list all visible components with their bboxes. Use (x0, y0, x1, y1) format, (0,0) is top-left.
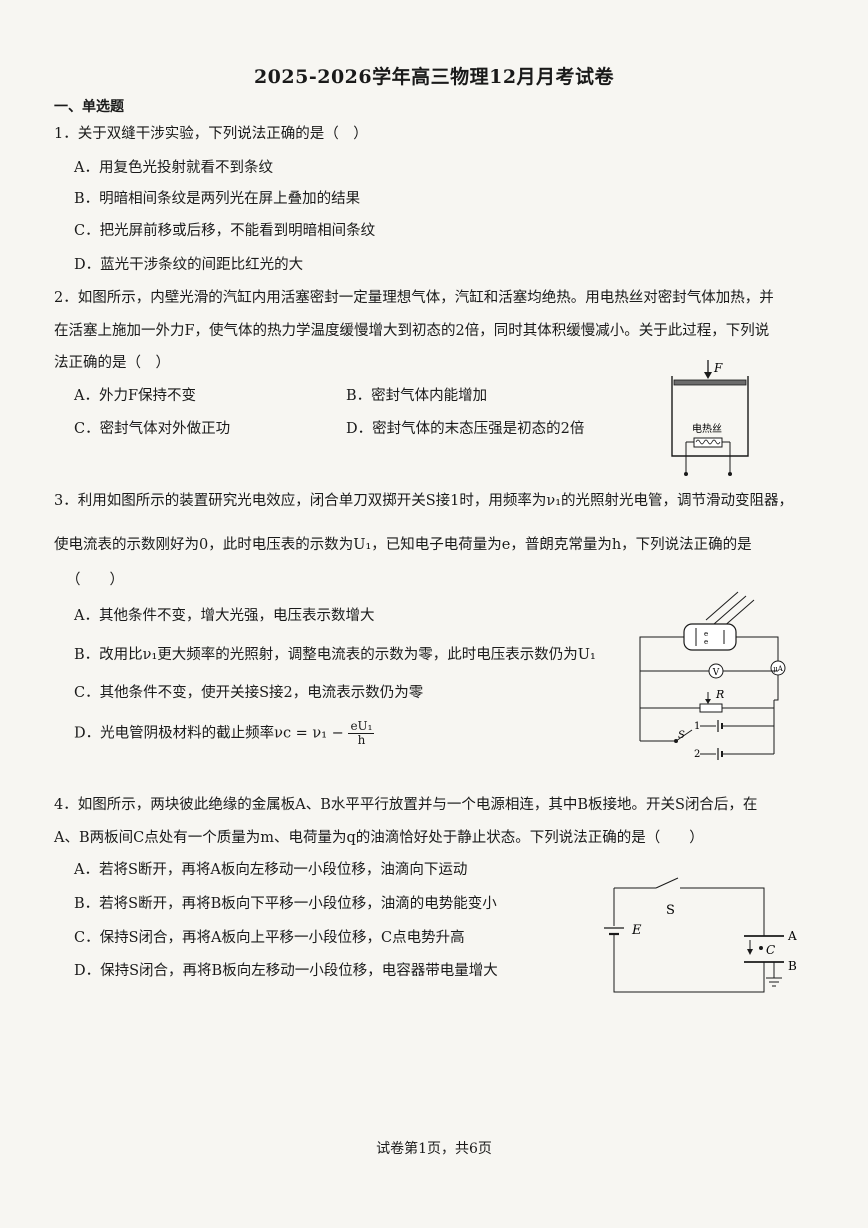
bottom-wire (613, 934, 765, 993)
q4-option-c: C．保持S闭合，再将A板向上平移一小段位移，C点电势升高 (74, 930, 465, 946)
question-3-stem-line3: （ ） (66, 572, 124, 588)
cylinder-wall (671, 376, 749, 457)
heater-label: 电热丝 (692, 422, 722, 435)
top-wire-right (680, 887, 765, 936)
oil-drop-point (759, 946, 763, 950)
voltmeter-label: V (712, 668, 720, 678)
q3-option-d: D．光电管阴极材料的截止频率νc = ν₁ − eU₁ h (74, 719, 375, 747)
q2-option-a: A．外力F保持不变 (74, 388, 197, 404)
cylinder-heater-figure: F 电热丝 (671, 360, 749, 476)
q1-option-c: C．把光屏前移或后移，不能看到明暗相间条纹 (74, 223, 376, 239)
q1-option-a: A．用复色光投射就看不到条纹 (74, 160, 273, 176)
microammeter-label: μA (773, 665, 784, 673)
wire-left (639, 636, 684, 741)
terminal-dot-right (728, 472, 732, 476)
question-4-stem-line1: 4．如图所示，两块彼此绝缘的金属板A、B水平平行放置并与一个电源相连，其中B板接… (54, 797, 758, 813)
fraction-numerator: eU₁ (348, 719, 375, 734)
section-heading: 一、单选题 (54, 99, 124, 115)
piston (673, 379, 747, 386)
q3-option-a: A．其他条件不变，增大光强，电压表示数增大 (74, 608, 375, 624)
switch-blade (675, 729, 693, 742)
question-1-stem: 1．关于双缝干涉实验，下列说法正确的是（ ） (54, 126, 368, 142)
plate-b-label: B (788, 959, 797, 973)
force-label: F (713, 361, 723, 375)
light-ray-1 (705, 591, 739, 621)
capacitor-circuit-figure: S E A B C (604, 877, 797, 993)
switch-label: S (666, 903, 675, 918)
field-arrowhead (747, 949, 753, 955)
q1-option-d: D．蓝光干涉条纹的间距比红光的大 (74, 257, 304, 273)
switch-blade (655, 877, 679, 889)
q2-option-b: B．密封气体内能增加 (346, 388, 488, 404)
light-ray-3 (721, 599, 755, 629)
switch-pos-2-label: 2 (694, 749, 700, 760)
question-2-stem-line2: 在活塞上施加一外力F，使气体的热力学温度缓慢增大到初态的2倍，同时其体积缓慢减小… (54, 323, 770, 339)
wire-right-top (736, 636, 779, 661)
q4-option-d: D．保持S闭合，再将B板向左移动一小段位移，电容器带电量增大 (74, 963, 498, 979)
force-arrowhead (704, 372, 712, 379)
switch-label: S (678, 730, 685, 741)
phototube (683, 623, 737, 651)
source-label: E (631, 923, 642, 938)
rheostat-label: R (715, 688, 724, 701)
q3-option-b: B．改用比ν₁更大频率的光照射，调整电流表的示数为零，此时电压表示数仍为U₁ (74, 647, 596, 663)
plate-a-label: A (787, 929, 797, 943)
switch-pos-1-label: 1 (694, 721, 700, 732)
q3-option-c: C．其他条件不变，使开关接S接2，电流表示数仍为零 (74, 685, 424, 701)
wire-right-mid (774, 675, 779, 701)
heater-wire (695, 439, 721, 445)
electron-marker-1: e (704, 630, 708, 638)
question-3-stem-line2: 使电流表的示数刚好为0，此时电压表的示数为U₁，已知电子电荷量为e，普朗克常量为… (54, 537, 752, 553)
q4-option-a: A．若将S断开，再将A板向左移动一小段位移，油滴向下运动 (74, 862, 468, 878)
question-4-stem-line2: A、B两板间C点处有一个质量为m、电荷量为q的油滴恰好处于静止状态。下列说法正确… (54, 830, 704, 846)
q1-option-b: B．明暗相间条纹是两列光在屏上叠加的结果 (74, 191, 361, 207)
q2-option-c: C．密封气体对外做正功 (74, 421, 231, 437)
rheostat (699, 703, 723, 713)
question-2-stem-line3: 法正确的是（ ） (54, 355, 170, 371)
electron-marker-2: e (704, 638, 708, 646)
slider-arrowhead (705, 699, 711, 704)
q3-option-d-text: D．光电管阴极材料的截止频率νc = ν₁ − (74, 725, 344, 742)
question-2-stem-line1: 2．如图所示，内壁光滑的汽缸内用活塞密封一定量理想气体，汽缸和活塞均绝热。用电热… (54, 290, 774, 306)
page-footer: 试卷第1页，共6页 (376, 1141, 492, 1157)
fraction-denominator: h (357, 733, 366, 747)
light-ray-2 (713, 595, 747, 625)
question-3-stem-line1: 3．利用如图所示的装置研究光电效应，闭合单刀双掷开关S接1时，用频率为ν₁的光照… (54, 493, 794, 509)
terminal-dot-left (684, 472, 688, 476)
q4-option-b: B．若将S断开，再将B板向下平移一小段位移，油滴的电势能变小 (74, 896, 497, 912)
cutoff-frequency-fraction: eU₁ h (348, 719, 375, 747)
point-c-label: C (766, 943, 775, 957)
page-title: 2025-2026学年高三物理12月月考试卷 (253, 66, 615, 88)
photoelectric-circuit-figure: e e μA V R 1 S 2 (639, 591, 786, 760)
q2-option-d: D．密封气体的末态压强是初态的2倍 (346, 421, 585, 437)
